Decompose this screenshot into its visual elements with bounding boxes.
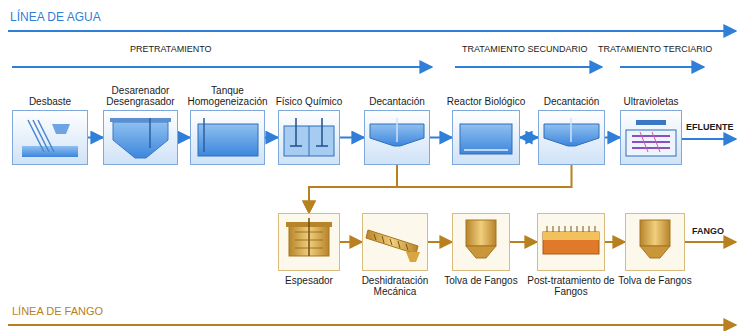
step-label: Decantación [524,96,619,107]
water-unit-box [12,110,88,165]
sludge-hopper-icon [466,220,496,258]
sludge-unit-box [362,213,428,271]
step-label: Físico Químico [264,96,354,107]
water-unit-box [452,110,520,165]
water-unit-box [364,110,430,165]
flow-arrow [340,241,362,243]
step-label: Desarenador Desengrasador [89,85,192,107]
flow-arrow [309,165,397,213]
thickener-icon [286,218,332,256]
flow-arrow [340,137,364,139]
flow-arrow [520,137,538,139]
flow-arrow [520,137,538,139]
step-label: Post-tratamiento de Fangos [523,275,619,297]
process-step: Reactor Biológico [452,96,520,165]
step-label: Espesador [264,275,354,286]
equalization-tank-icon [198,118,258,156]
sludge-unit-box [625,213,685,271]
sludge-unit-box [537,213,605,271]
sludge-unit-box [278,213,340,271]
step-label: Tolva de Fangos [438,275,524,286]
process-step: Espesador [278,213,340,286]
process-step: Desarenador Desengrasador [103,85,178,165]
uv-reactor-icon [626,120,676,156]
step-label: Tanque Homogeneización [176,85,279,107]
water-unit-box [278,110,340,165]
process-step: Post-tratamiento de Fangos [537,213,605,297]
step-label: Reactor Biológico [438,96,534,107]
diagram-title: LÍNEA DE AGUA [10,10,101,24]
water-unit-box [620,110,682,165]
sludge-post-treatment-icon [543,226,599,254]
box-grounds [12,110,685,271]
flow-arrow [178,137,190,139]
section-label: TRATAMIENTO TERCIARIO [598,44,712,54]
screen-icon [22,120,78,157]
flow-arrow [605,137,620,139]
sludge-unit-box [452,213,510,271]
water-unit-box [190,110,265,165]
step-label: Decantación [350,96,444,107]
bioreactor-icon [460,124,512,154]
process-step: Deshidratación Mecánica [362,213,428,297]
process-step: Ultravioletas [620,96,682,165]
section-arrows [8,31,736,325]
process-step: Desbaste [12,96,88,165]
output-label: EFLUENTE [686,122,734,132]
section-label: TRATAMIENTO SECUNDARIO [462,44,588,54]
process-step: Físico Químico [278,96,340,165]
process-step: Decantación [538,96,605,165]
process-step: Tanque Homogeneización [190,85,265,165]
process-step: Tolva de Fangos [625,213,685,286]
sludge-hopper-icon [640,220,670,258]
water-unit-box [103,110,178,165]
step-label: Deshidratación Mecánica [348,275,442,297]
process-step: Tolva de Fangos [452,213,510,286]
flow-arrow [510,241,537,243]
water-unit-box [538,110,605,165]
grit-tank-icon [110,118,171,158]
output-label: FANGO [692,226,724,236]
step-label: Desbaste [0,96,102,107]
settler-icon [544,118,599,146]
process-step: Decantación [364,96,430,165]
flow-arrow [430,137,452,139]
flow-arrow [265,137,278,139]
flow-arrow [309,165,572,213]
flow-arrow [428,241,452,243]
settler-icon [370,118,424,146]
section-label: PRETRATAMIENTO [130,44,212,54]
flow-arrow [88,137,103,139]
step-label: Ultravioletas [606,96,696,107]
flow-arrow [605,241,625,243]
physicochemical-icon [284,118,334,156]
step-label: Tolva de Fangos [611,275,699,286]
line-title: LÍNEA DE FANGO [12,305,103,317]
dewatering-icon [366,230,420,262]
